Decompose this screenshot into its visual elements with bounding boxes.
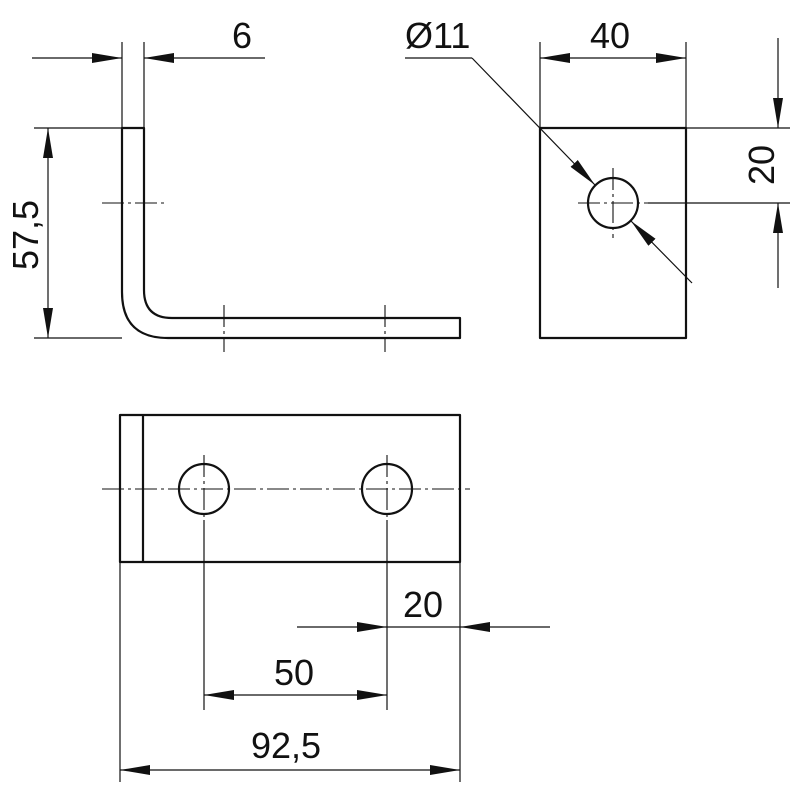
dim-text-length: 92,5 [251,725,321,766]
leader-diameter-upper [471,57,596,186]
dim-text-height: 57,5 [5,200,46,270]
top-view: 20 50 92,5 [102,413,550,782]
side-view: 6 57,5 [5,15,462,352]
dim-text-width: 40 [590,15,630,56]
front-view-outline [538,126,688,340]
dim-text-edge-to-hole: 20 [403,584,443,625]
front-view: 40 20 Ø11 [405,15,790,340]
side-view-outline [120,126,462,340]
dim-text-diameter: Ø11 [405,15,470,56]
dim-text-hole-offset: 20 [741,145,782,185]
leader-diameter-lower [630,220,693,284]
dim-text-thickness: 6 [232,15,252,56]
dim-text-hole-spacing: 50 [274,652,314,693]
